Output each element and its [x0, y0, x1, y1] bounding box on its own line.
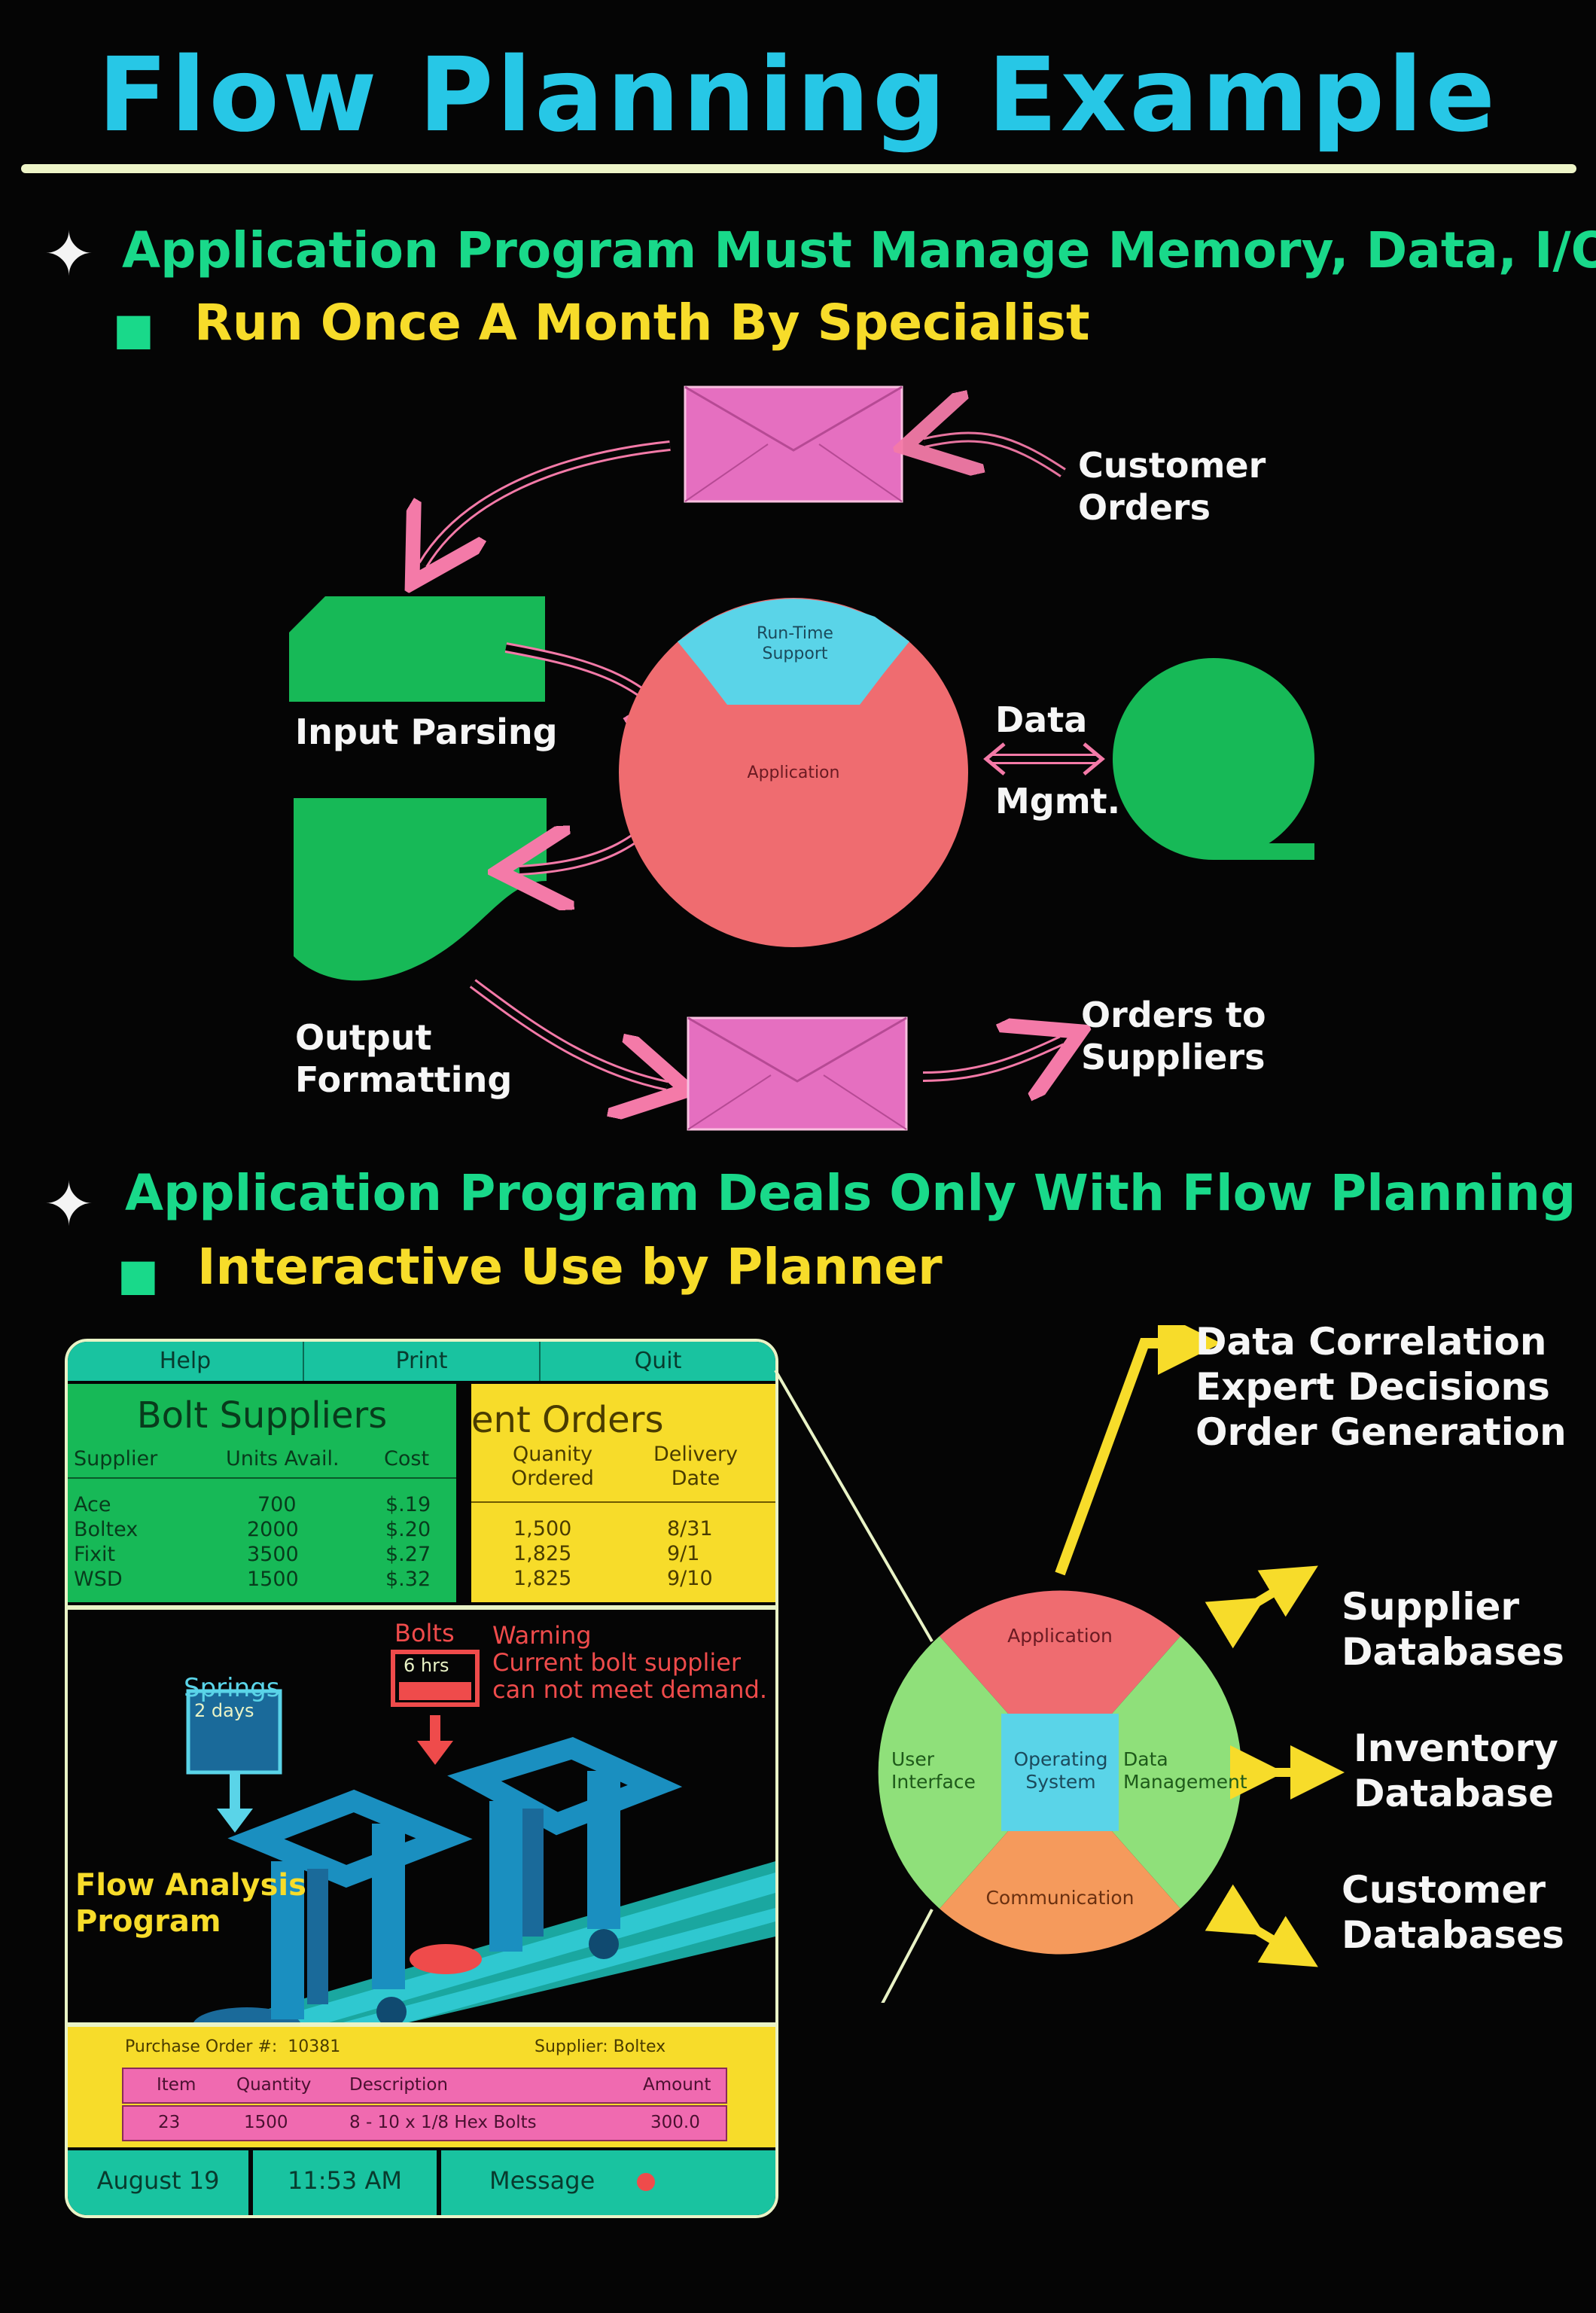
wheel-application-label: Application — [1007, 1625, 1113, 1647]
application-circle — [619, 598, 968, 947]
flow-arrow — [922, 1041, 1061, 1077]
po-header-row: Item Quantity Description Amount — [122, 2068, 727, 2104]
po-supplier: Supplier: Boltex — [535, 2037, 666, 2056]
springs-days: 2 days — [194, 1700, 254, 1721]
message-indicator-icon — [637, 2173, 655, 2191]
divider — [68, 1605, 775, 1610]
plus-bullet-icon: ✦ — [44, 1169, 95, 1239]
planner-screen: Help Print Quit Bolt Suppliers Supplier … — [65, 1339, 778, 2218]
application-label: Application — [747, 763, 840, 782]
supplier-db-arrow — [1205, 1565, 1318, 1649]
wheel-communication-label: Communication — [985, 1887, 1135, 1909]
input-parsing-shape — [289, 596, 545, 702]
section2-bullet: Application Program Deals Only With Flow… — [125, 1164, 1576, 1222]
machine-icon — [447, 1737, 683, 1959]
purchase-order-panel: Purchase Order #: 10381 Supplier: Boltex… — [68, 2027, 775, 2147]
mgmt-label: Mgmt. — [995, 781, 1121, 821]
connector-line — [881, 1909, 934, 2003]
data-correlation-arrow — [1055, 1325, 1221, 1576]
flow-diagram — [289, 386, 1314, 1131]
flow-analysis-scene — [181, 1650, 775, 2049]
divider — [68, 2022, 775, 2027]
orders-title: ent Orders — [471, 1399, 664, 1441]
wheel-quadrants — [878, 1590, 1242, 1955]
section1-bullet: Application Program Must Manage Memory, … — [122, 221, 1596, 279]
table-row[interactable]: 23 1500 8 - 10 x 1/8 Hex Bolts 300.0 — [122, 2105, 727, 2141]
flow-arrow — [423, 440, 671, 565]
menu-bar: Help Print Quit — [68, 1342, 775, 1381]
bolt-suppliers-title: Bolt Suppliers — [136, 1394, 388, 1437]
system-wheel — [774, 1325, 1345, 2003]
customer-db-arrow — [1205, 1884, 1318, 1967]
menu-quit[interactable]: Quit — [634, 1348, 682, 1374]
status-bar: August 19 11:53 AM Message — [68, 2150, 775, 2215]
bolts-hrs: 6 hrs — [404, 1655, 449, 1676]
suppliers-header: Supplier Units Avail. Cost — [68, 1447, 456, 1479]
status-date: August 19 — [68, 2150, 253, 2215]
machine-icon — [227, 1789, 473, 2027]
square-bullet-icon: ■ — [113, 303, 154, 355]
input-parsing-label: Input Parsing — [295, 712, 558, 752]
square-bullet-icon: ■ — [117, 1249, 159, 1300]
database-icon — [1113, 658, 1314, 860]
output-formatting-shape — [294, 798, 547, 981]
connector-line — [774, 1369, 934, 1643]
menu-help[interactable]: Help — [68, 1342, 304, 1381]
orders-to-suppliers-envelope-icon — [687, 1016, 908, 1131]
page-title: Flow Planning Example — [97, 36, 1499, 155]
status-time: 11:53 AM — [253, 2150, 441, 2215]
bolt-suppliers-panel: Bolt Suppliers Supplier Units Avail. Cos… — [68, 1384, 456, 1602]
customer-orders-envelope-icon — [684, 386, 903, 503]
divider — [471, 1501, 775, 1503]
plus-bullet-icon: ✦ — [44, 219, 95, 289]
menu-print[interactable]: Print — [304, 1342, 541, 1381]
section2-sub: Interactive Use by Planner — [197, 1238, 943, 1296]
title-divider — [21, 164, 1576, 173]
status-message[interactable]: Message — [489, 2166, 595, 2195]
bolts-label: Bolts — [394, 1619, 455, 1647]
section1-sub: Run Once A Month By Specialist — [194, 294, 1090, 352]
springs-label: Springs — [184, 1673, 280, 1703]
data-label: Data — [995, 699, 1088, 740]
po-number: Purchase Order #: 10381 — [125, 2037, 341, 2056]
